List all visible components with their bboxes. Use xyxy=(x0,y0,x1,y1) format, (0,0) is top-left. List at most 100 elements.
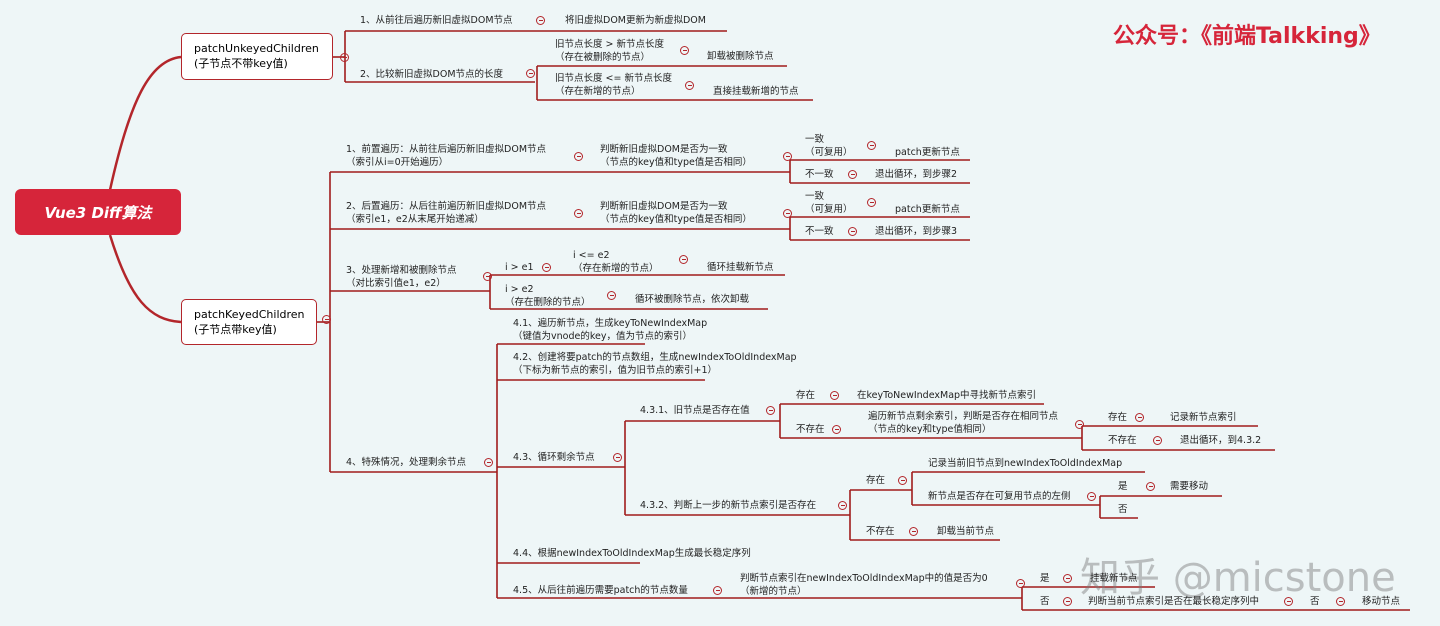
node-step4-3-1-no-no[interactable]: 不存在 xyxy=(1108,435,1137,446)
node-patch-keyed-children[interactable]: patchKeyedChildren (子节点带key值) xyxy=(181,299,317,345)
collapse-icon[interactable] xyxy=(909,527,918,536)
node-keyed-step1-no[interactable]: 不一致 xyxy=(805,169,834,180)
collapse-icon[interactable] xyxy=(685,81,694,90)
node-patch-unkeyed-children[interactable]: patchUnkeyedChildren (子节点不带key值) xyxy=(181,33,333,80)
collapse-icon[interactable] xyxy=(1336,597,1345,606)
node-unkeyed-step1[interactable]: 1、从前往后遍历新旧虚拟DOM节点 xyxy=(360,15,513,26)
collapse-icon[interactable] xyxy=(1153,436,1162,445)
collapse-icon[interactable] xyxy=(574,152,583,161)
collapse-icon[interactable] xyxy=(574,209,583,218)
collapse-icon[interactable] xyxy=(322,315,331,324)
collapse-icon[interactable] xyxy=(484,458,493,467)
node-unkeyed-step2-b[interactable]: 旧节点长度 <= 新节点长度 （存在新增的节点） xyxy=(555,73,672,97)
node-step4-3-2-yes-b-no[interactable]: 否 xyxy=(1118,504,1128,515)
node-step4-5-no-no-result[interactable]: 移动节点 xyxy=(1362,596,1401,607)
node-step4-5-check[interactable]: 判断节点索引在newIndexToOldIndexMap中的值是否为0 （新增的… xyxy=(740,573,988,597)
collapse-icon[interactable] xyxy=(783,209,792,218)
collapse-icon[interactable] xyxy=(838,501,847,510)
node-step4-5-yes-result[interactable]: 挂载新节点 xyxy=(1090,573,1138,584)
node-step4-3-1-no-no-result[interactable]: 退出循环，到4.3.2 xyxy=(1180,435,1262,446)
node-keyed-step2-no[interactable]: 不一致 xyxy=(805,226,834,237)
collapse-icon[interactable] xyxy=(830,391,839,400)
collapse-icon[interactable] xyxy=(536,16,545,25)
collapse-icon[interactable] xyxy=(1063,597,1072,606)
node-step4-5-no[interactable]: 否 xyxy=(1040,596,1050,607)
watermark-zhihu: 知乎 @micstone xyxy=(1080,555,1396,601)
node-unkeyed-step1-result[interactable]: 将旧虚拟DOM更新为新虚拟DOM xyxy=(565,15,706,26)
node-step4-3-1-no-yes[interactable]: 存在 xyxy=(1108,412,1128,423)
node-step4-3-2-yes-b-yes-result[interactable]: 需要移动 xyxy=(1170,481,1209,492)
collapse-icon[interactable] xyxy=(848,227,857,236)
node-keyed-step2-no-result[interactable]: 退出循环，到步骤3 xyxy=(875,226,958,237)
node-keyed-step1-no-result[interactable]: 退出循环，到步骤2 xyxy=(875,169,958,180)
root-node[interactable]: Vue3 Diff算法 xyxy=(15,189,181,235)
collapse-icon[interactable] xyxy=(1146,482,1155,491)
collapse-icon[interactable] xyxy=(832,425,841,434)
collapse-icon[interactable] xyxy=(1016,579,1025,588)
collapse-icon[interactable] xyxy=(898,476,907,485)
node-unkeyed-step2-b-result[interactable]: 直接挂载新增的节点 xyxy=(713,86,799,97)
collapse-icon[interactable] xyxy=(1284,597,1293,606)
node-step4-5-no-check[interactable]: 判断当前节点索引是否在最长稳定序列中 xyxy=(1088,596,1260,607)
node-step4-3-1[interactable]: 4.3.1、旧节点是否存在值 xyxy=(640,405,750,416)
watermark-official-account: 公众号：《前端Talkking》 xyxy=(1113,24,1381,49)
node-keyed-step3[interactable]: 3、处理新增和被删除节点 （对比索引值e1，e2） xyxy=(346,265,457,289)
node-keyed-step2[interactable]: 2、后置遍历：从后往前遍历新旧虚拟DOM节点 （索引e1，e2从末尾开始递减） xyxy=(346,201,547,225)
collapse-icon[interactable] xyxy=(613,453,622,462)
node-keyed-step2-yes-result[interactable]: patch更新节点 xyxy=(895,204,960,215)
node-step4-5-yes[interactable]: 是 xyxy=(1040,573,1050,584)
collapse-icon[interactable] xyxy=(1075,420,1084,429)
node-step4-3-2-yes-b[interactable]: 新节点是否存在可复用节点的左侧 xyxy=(928,491,1071,502)
collapse-icon[interactable] xyxy=(713,586,722,595)
node-keyed-step1-yes[interactable]: 一致 （可复用） xyxy=(805,134,853,158)
node-step4-3-1-no-check[interactable]: 遍历新节点剩余索引，判断是否存在相同节点 （节点的key和type值相同） xyxy=(868,411,1059,435)
collapse-icon[interactable] xyxy=(766,406,775,415)
node-step4-3-2-yes-b-yes[interactable]: 是 xyxy=(1118,481,1128,492)
node-step4-3-1-no-yes-result[interactable]: 记录新节点索引 xyxy=(1170,412,1237,423)
node-keyed-step4[interactable]: 4、特殊情况，处理剩余节点 xyxy=(346,457,467,468)
collapse-icon[interactable] xyxy=(483,272,492,281)
node-step4-2[interactable]: 4.2、创建将要patch的节点数组，生成newIndexToOldIndexM… xyxy=(513,352,797,376)
node-keyed-step1[interactable]: 1、前置遍历：从前往后遍历新旧虚拟DOM节点 （索引从i=0开始遍历） xyxy=(346,144,547,168)
node-keyed-step1-check[interactable]: 判断新旧虚拟DOM是否为一致 （节点的key值和type值是否相同） xyxy=(600,144,752,168)
collapse-icon[interactable] xyxy=(867,198,876,207)
collapse-icon[interactable] xyxy=(1087,492,1096,501)
collapse-icon[interactable] xyxy=(340,53,349,62)
node-unkeyed-step2-a-result[interactable]: 卸载被删除节点 xyxy=(707,51,774,62)
root-connector xyxy=(108,55,182,191)
collapse-icon[interactable] xyxy=(680,46,689,55)
node-unkeyed-step2-a[interactable]: 旧节点长度 > 新节点长度 （存在被删除的节点） xyxy=(555,39,664,63)
node-keyed-step3-b-result[interactable]: 循环被删除节点，依次卸载 xyxy=(635,294,750,305)
collapse-icon[interactable] xyxy=(867,141,876,150)
node-step4-3-2-yes-a[interactable]: 记录当前旧节点到newIndexToOldIndexMap xyxy=(928,458,1123,469)
collapse-icon[interactable] xyxy=(1135,413,1144,422)
node-step4-5-no-no[interactable]: 否 xyxy=(1310,596,1320,607)
node-step4-3-2-no-result[interactable]: 卸载当前节点 xyxy=(937,526,995,537)
node-step4-1[interactable]: 4.1、遍历新节点，生成keyToNewIndexMap （键值为vnode的k… xyxy=(513,318,708,342)
node-step4-3-1-yes-result[interactable]: 在keyToNewIndexMap中寻找新节点索引 xyxy=(857,390,1037,401)
node-step4-3[interactable]: 4.3、循环剩余节点 xyxy=(513,452,595,463)
node-step4-4[interactable]: 4.4、根据newIndexToOldIndexMap生成最长稳定序列 xyxy=(513,548,751,559)
node-step4-5[interactable]: 4.5、从后往前遍历需要patch的节点数量 xyxy=(513,585,688,596)
collapse-icon[interactable] xyxy=(542,263,551,272)
node-unkeyed-step2[interactable]: 2、比较新旧虚拟DOM节点的长度 xyxy=(360,69,504,80)
node-keyed-step3-b[interactable]: i > e2 （存在删除的节点） xyxy=(505,284,591,308)
node-step4-3-2-no[interactable]: 不存在 xyxy=(866,526,895,537)
collapse-icon[interactable] xyxy=(607,291,616,300)
node-step4-3-1-yes[interactable]: 存在 xyxy=(796,390,816,401)
node-keyed-step3-a[interactable]: i > e1 xyxy=(505,262,534,273)
collapse-icon[interactable] xyxy=(783,152,792,161)
node-step4-3-1-no[interactable]: 不存在 xyxy=(796,424,825,435)
node-keyed-step2-check[interactable]: 判断新旧虚拟DOM是否为一致 （节点的key值和type值是否相同） xyxy=(600,201,752,225)
collapse-icon[interactable] xyxy=(1063,574,1072,583)
node-step4-3-2[interactable]: 4.3.2、判断上一步的新节点索引是否存在 xyxy=(640,500,817,511)
node-keyed-step3-a-sub[interactable]: i <= e2 （存在新增的节点） xyxy=(573,250,659,274)
collapse-icon[interactable] xyxy=(679,255,688,264)
collapse-icon[interactable] xyxy=(848,170,857,179)
node-keyed-step3-a-result[interactable]: 循环挂载新节点 xyxy=(707,262,774,273)
node-step4-3-2-yes[interactable]: 存在 xyxy=(866,475,886,486)
node-keyed-step2-yes[interactable]: 一致 （可复用） xyxy=(805,191,853,215)
collapse-icon[interactable] xyxy=(526,69,535,78)
node-keyed-step1-yes-result[interactable]: patch更新节点 xyxy=(895,147,960,158)
